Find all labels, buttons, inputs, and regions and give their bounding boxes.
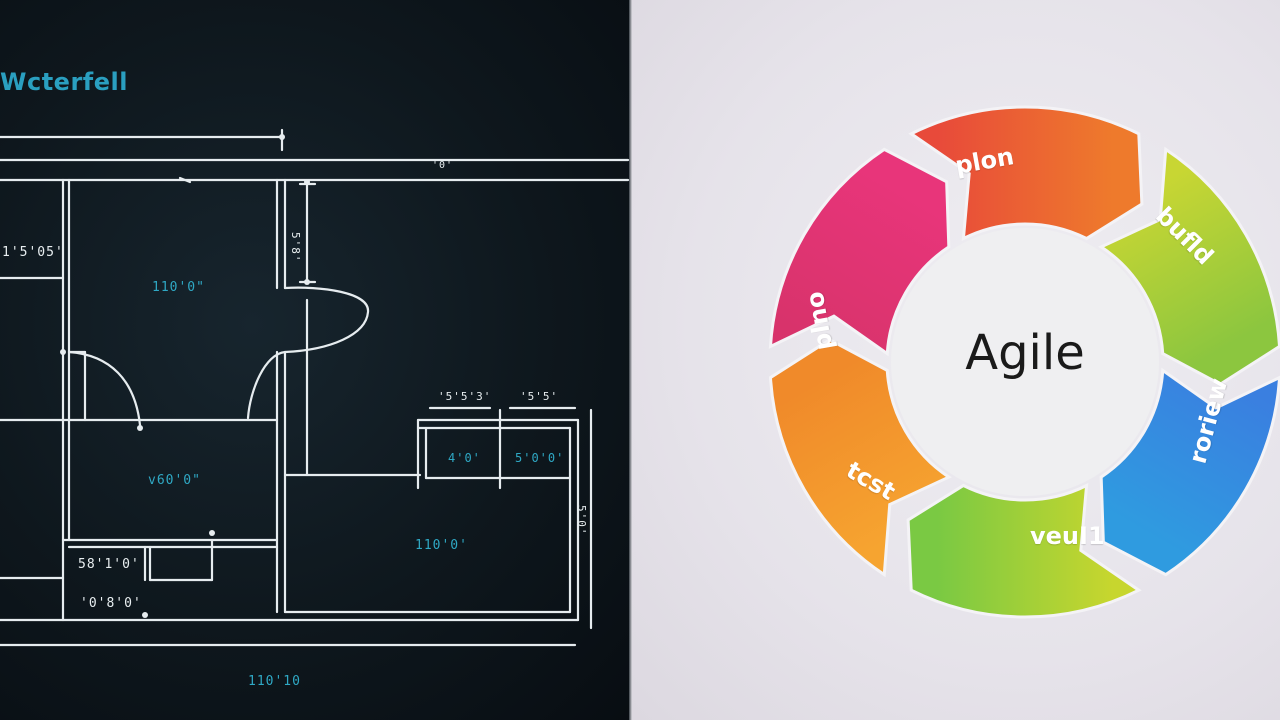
vertical-dimension-label-2: 5'0': [575, 505, 588, 536]
waterfall-title: Wcterfell: [0, 68, 128, 96]
small-room-label-a: 58'1'0': [78, 557, 140, 572]
blueprint-drawing: [0, 128, 630, 647]
room-label-left: 1'5'05': [2, 245, 64, 260]
top-dimension-label-b: '5'5': [520, 390, 559, 403]
waterfall-panel: Wcterfell 110'0" 1'5'05' v60'0" 110'0' 5…: [0, 0, 630, 720]
cycle-segment-roriew: [1099, 367, 1280, 577]
window-label-b: 5'0'0': [515, 451, 565, 465]
room-label-mid: v60'0": [148, 473, 201, 488]
room-label-top: 110'0": [152, 280, 205, 295]
phase-label: veuI1: [1030, 522, 1105, 550]
room-label-right: 110'0': [415, 538, 468, 553]
bottom-dimension-label: 110'10: [248, 674, 301, 689]
cycle-segment-plno: [768, 147, 951, 357]
panel-divider: [629, 0, 632, 720]
vertical-dimension-label-1: 5'8': [289, 232, 302, 263]
window-label-a: 4'0': [448, 451, 481, 465]
small-room-label-b: '0'8'0': [80, 596, 142, 611]
cycle-segment-plon: [908, 105, 1144, 242]
cycle-segment-veuI1: [906, 482, 1142, 619]
top-dimension-label-a: '5'5'3': [438, 390, 492, 403]
cycle-center: [891, 228, 1159, 496]
agile-cycle-diagram: [768, 105, 1280, 619]
top-right-dimension-label: '0': [432, 160, 454, 171]
cycle-segment-tcst: [768, 338, 952, 578]
agile-title: Agile: [965, 325, 1085, 381]
